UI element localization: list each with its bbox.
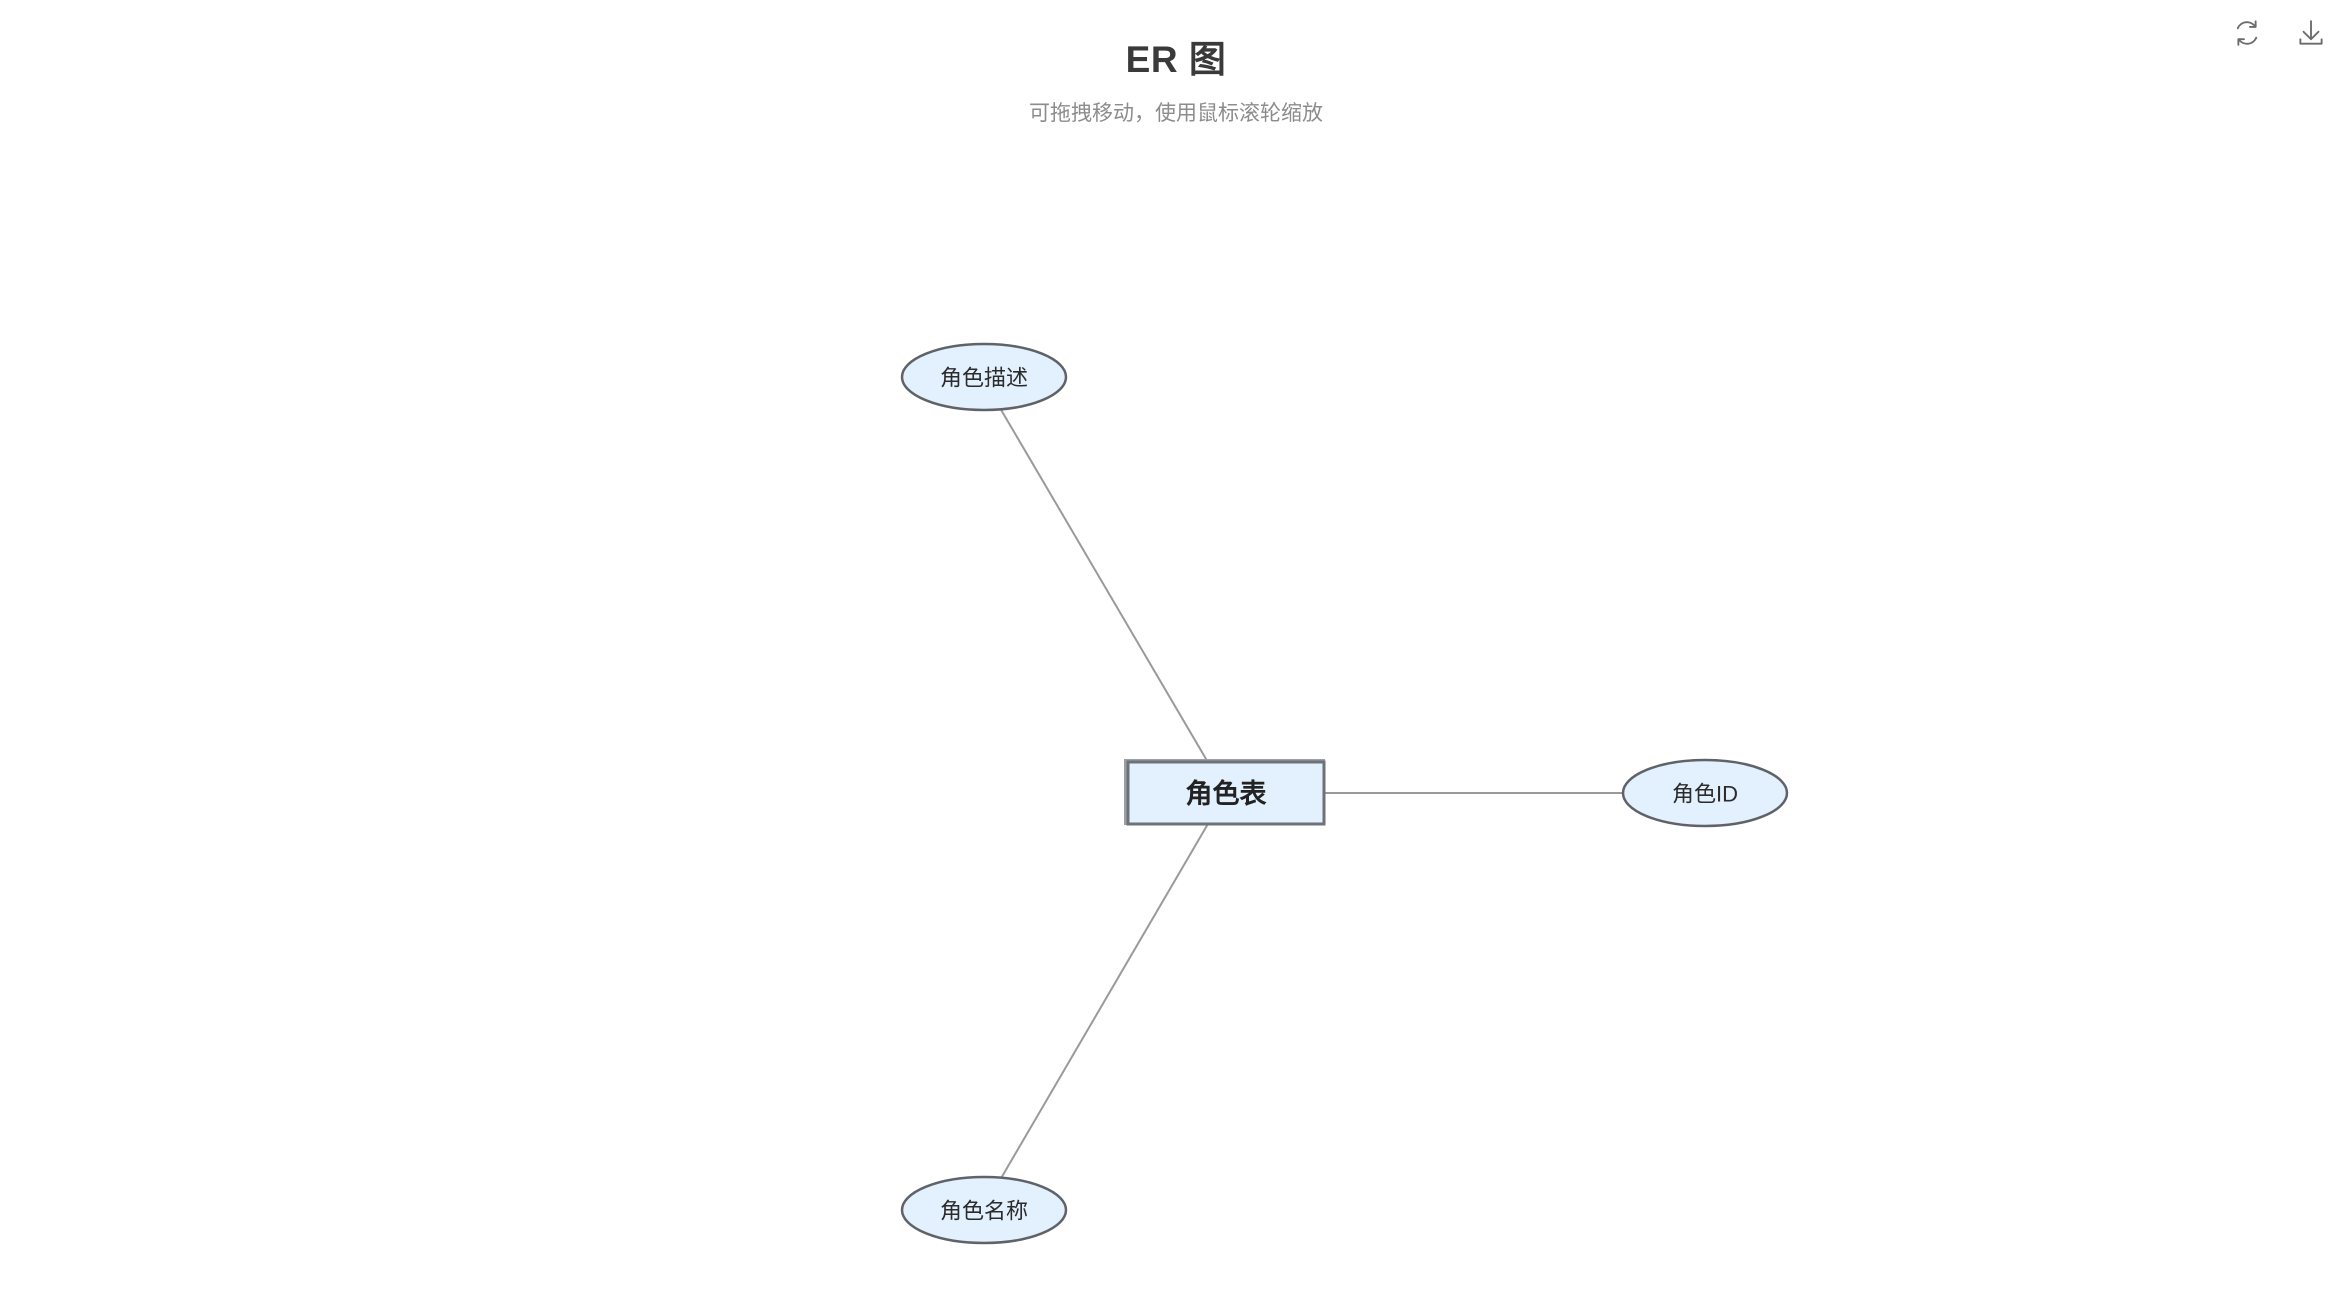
er-entity-node[interactable]: 角色表 — [1124, 759, 1326, 826]
er-edge — [999, 792, 1227, 1181]
er-attribute-label: 角色描述 — [940, 366, 1028, 391]
download-icon — [2296, 18, 2326, 48]
download-button[interactable] — [2292, 14, 2330, 52]
er-attribute-label: 角色ID — [1672, 782, 1738, 807]
er-entity-label: 角色表 — [1186, 778, 1267, 809]
refresh-icon — [2232, 18, 2262, 48]
er-attribute-node[interactable]: 角色ID — [1621, 758, 1789, 828]
er-attribute-ellipse[interactable] — [1621, 758, 1789, 828]
er-edge — [999, 407, 1227, 794]
edges-layer — [999, 407, 1623, 1181]
er-entity-rect[interactable] — [1126, 760, 1326, 826]
er-attribute-ellipse[interactable] — [900, 342, 1068, 412]
toolbar — [2228, 0, 2352, 52]
er-attribute-node[interactable]: 角色名称 — [900, 1175, 1068, 1245]
er-attribute-ellipse[interactable] — [900, 1175, 1068, 1245]
er-attribute-label: 角色名称 — [940, 1199, 1028, 1224]
refresh-button[interactable] — [2228, 14, 2266, 52]
er-attribute-node[interactable]: 角色描述 — [900, 342, 1068, 412]
